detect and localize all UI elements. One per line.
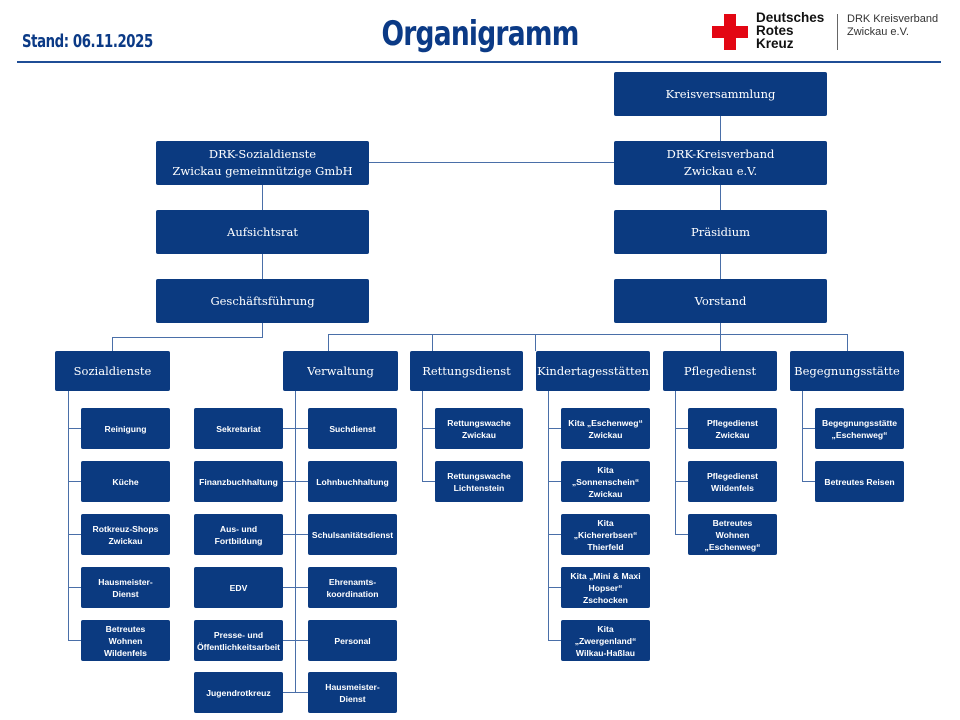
connector: [283, 692, 308, 693]
unit-box: Lohnbuchhaltung: [308, 461, 397, 502]
connector: [112, 337, 263, 338]
connector: [548, 587, 561, 588]
unit-box: Kita „Sonnenschein“ Zwickau: [561, 461, 650, 502]
unit-box: Rettungswache Zwickau: [435, 408, 523, 449]
connector: [720, 323, 721, 351]
connector: [283, 640, 308, 641]
connector: [548, 428, 561, 429]
unit-box: Finanzbuchhaltung: [194, 461, 283, 502]
connector: [802, 481, 815, 482]
unit-box: Aus- und Fortbildung: [194, 514, 283, 555]
connector: [262, 185, 263, 210]
unit-box: Presse- und Öffentlichkeitsarbeit: [194, 620, 283, 661]
logo-divider: [837, 14, 838, 50]
header-divider: [17, 61, 941, 63]
unit-box: Rettungswache Lichtenstein: [435, 461, 523, 502]
box-praesidium: Präsidium: [614, 210, 827, 254]
unit-box: Betreutes Reisen: [815, 461, 904, 502]
connector: [369, 162, 614, 163]
unit-box: Rotkreuz-Shops Zwickau: [81, 514, 170, 555]
unit-box: Schulsanitätsdienst: [308, 514, 397, 555]
connector: [720, 116, 721, 141]
connector: [68, 534, 81, 535]
box-vorstand: Vorstand: [614, 279, 827, 323]
dept-pflegedienst: Pflegedienst: [663, 351, 777, 391]
stand-date: Stand: 06.11.2025: [22, 31, 153, 52]
connector: [847, 334, 848, 351]
unit-box: Ehrenamts- koordination: [308, 567, 397, 608]
unit-box: Pflegedienst Zwickau: [688, 408, 777, 449]
unit-box: Betreutes Wohnen „Eschenweg“: [688, 514, 777, 555]
unit-box: Pflegedienst Wildenfels: [688, 461, 777, 502]
dept-begegnung: Begegnungsstätte: [790, 351, 904, 391]
connector: [535, 334, 536, 351]
connector: [262, 323, 263, 337]
connector: [328, 334, 329, 351]
connector: [283, 587, 308, 588]
connector: [720, 185, 721, 210]
box-aufsichtsrat: Aufsichtsrat: [156, 210, 369, 254]
connector: [328, 334, 848, 335]
connector: [112, 337, 113, 352]
connector: [548, 391, 549, 640]
connector: [675, 534, 688, 535]
connector: [802, 428, 815, 429]
connector: [720, 254, 721, 279]
connector: [675, 428, 688, 429]
connector: [295, 391, 296, 693]
connector: [262, 254, 263, 279]
unit-box: Kita „Kichererbsen“ Thierfeld: [561, 514, 650, 555]
unit-box: Personal: [308, 620, 397, 661]
connector: [422, 391, 423, 481]
connector: [68, 391, 69, 641]
connector: [432, 334, 433, 351]
unit-box: Sekretariat: [194, 408, 283, 449]
red-cross-icon: [712, 14, 748, 50]
logo-subtitle: DRK Kreisverband Zwickau e.V.: [847, 13, 938, 39]
connector: [283, 534, 308, 535]
unit-box: Kita „Mini & Maxi Hopser“ Zschocken: [561, 567, 650, 608]
box-gmbh: DRK-Sozialdienste Zwickau gemeinnützige …: [156, 141, 369, 185]
unit-box: Hausmeister- Dienst: [81, 567, 170, 608]
logo-brand-line: Rotes: [756, 23, 794, 38]
box-kreisverband: DRK-Kreisverband Zwickau e.V.: [614, 141, 827, 185]
connector: [283, 481, 308, 482]
dept-kitas: Kindertagesstätten: [536, 351, 650, 391]
unit-box: Hausmeister- Dienst: [308, 672, 397, 713]
unit-box: EDV: [194, 567, 283, 608]
connector: [68, 428, 81, 429]
unit-box: Betreutes Wohnen Wildenfels: [81, 620, 170, 661]
unit-box: Suchdienst: [308, 408, 397, 449]
connector: [68, 481, 81, 482]
logo-sub-line: DRK Kreisverband: [847, 13, 939, 25]
connector: [675, 481, 688, 482]
unit-box: Kita „Zwergenland“ Wilkau-Haßlau: [561, 620, 650, 661]
unit-box: Küche: [81, 461, 170, 502]
box-geschaeftsfuehrung: Geschäftsführung: [156, 279, 369, 323]
page-title: Organigramm: [381, 14, 579, 54]
unit-box: Jugendrotkreuz: [194, 672, 283, 713]
connector: [422, 428, 435, 429]
connector: [548, 640, 561, 641]
connector: [422, 481, 435, 482]
dept-sozialdienste: Sozialdienste: [55, 351, 170, 391]
dept-verwaltung: Verwaltung: [283, 351, 398, 391]
unit-box: Reinigung: [81, 408, 170, 449]
connector: [68, 640, 81, 641]
logo-sub-line: Zwickau e.V.: [847, 26, 909, 38]
box-kreisversammlung: Kreisversammlung: [614, 72, 827, 116]
connector: [283, 428, 308, 429]
dept-rettungsdienst: Rettungsdienst: [410, 351, 523, 391]
logo-brand-line: Kreuz: [756, 36, 794, 51]
connector: [548, 534, 561, 535]
connector: [68, 587, 81, 588]
connector: [548, 481, 561, 482]
unit-box: Begegnungsstätte „Eschenweg“: [815, 408, 904, 449]
logo-brand-line: Deutsches: [756, 10, 825, 25]
connector: [802, 391, 803, 481]
logo-brand: Deutsches Rotes Kreuz: [756, 10, 825, 51]
unit-box: Kita „Eschenweg“ Zwickau: [561, 408, 650, 449]
connector: [675, 391, 676, 534]
